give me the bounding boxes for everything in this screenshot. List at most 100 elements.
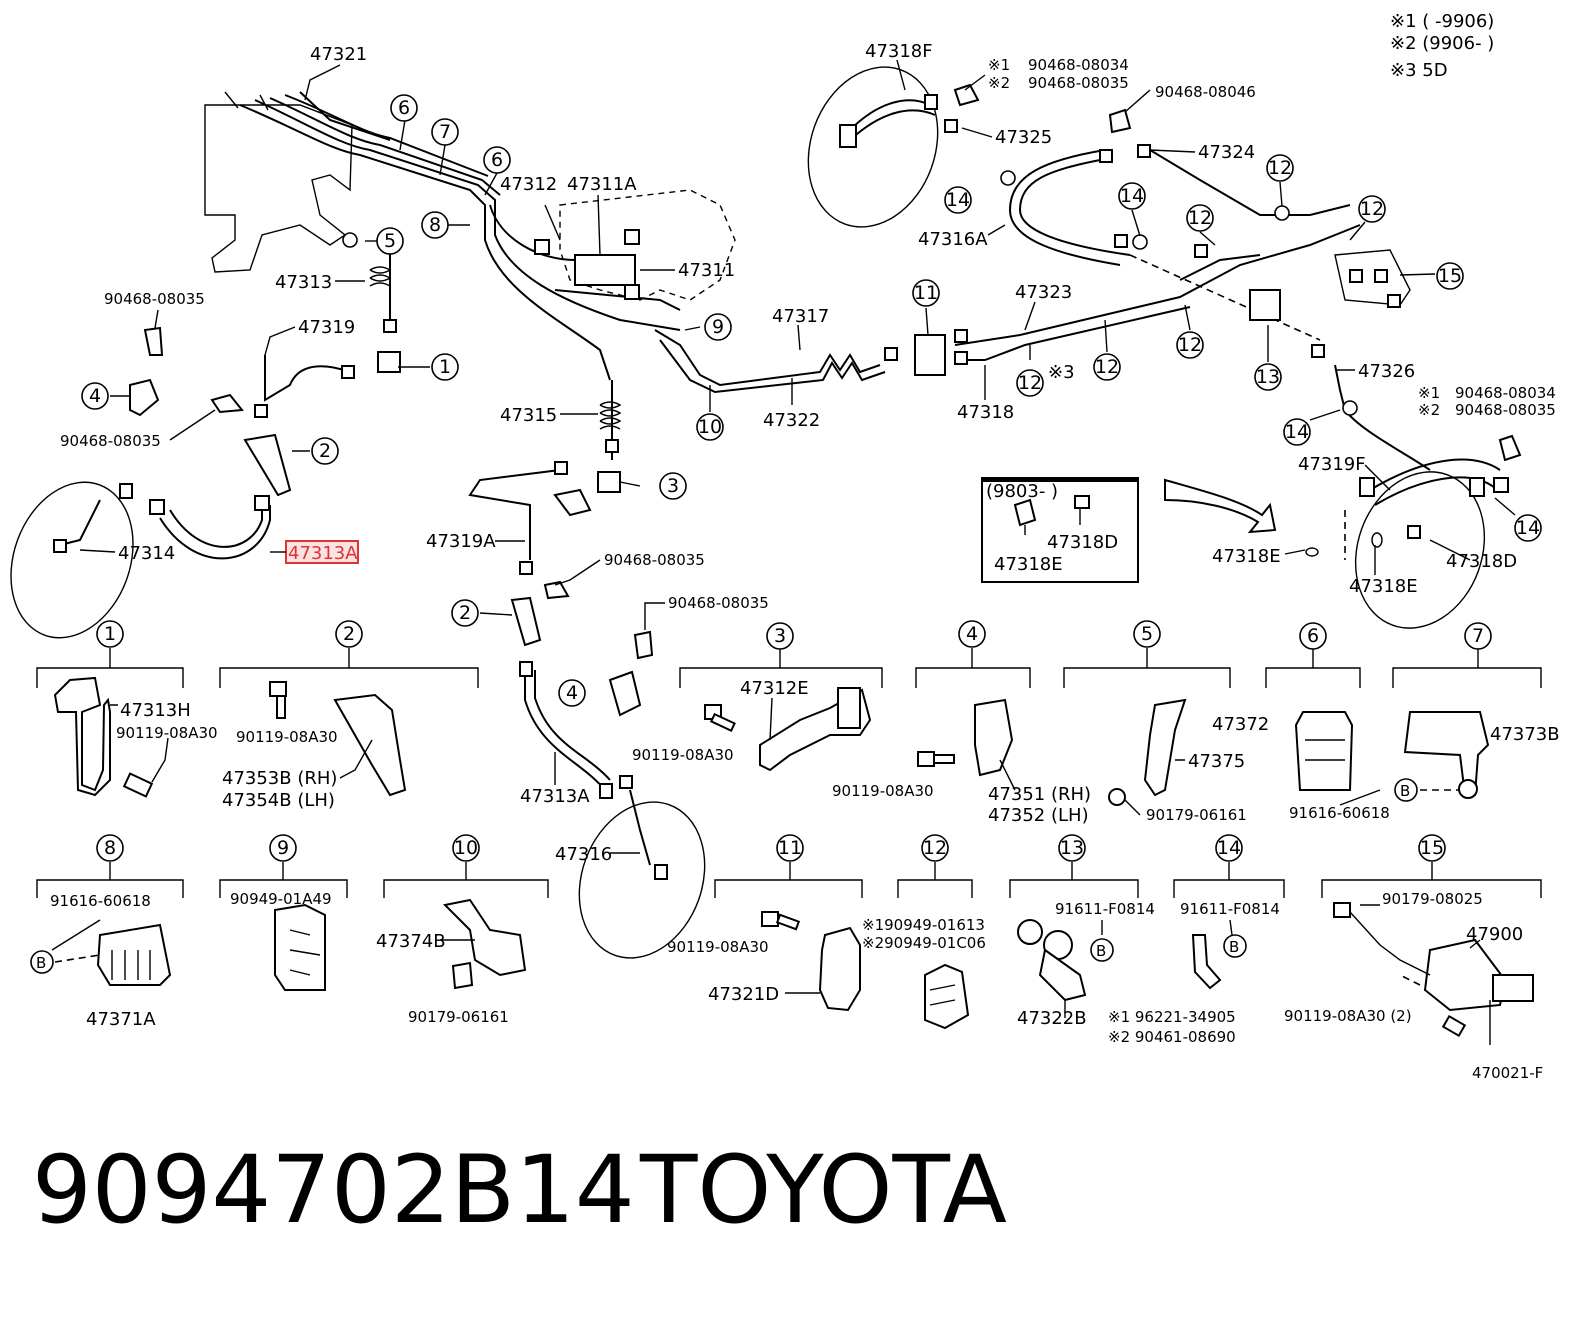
svg-text:14: 14 (946, 189, 970, 211)
note-3: ※3 5D (1390, 60, 1448, 81)
label-47319: 47319 (298, 317, 355, 338)
label-90468-08034-top: 90468-08034 (1028, 56, 1129, 74)
svg-text:4: 4 (89, 385, 101, 407)
svg-text:12: 12 (1178, 334, 1202, 356)
label-47326: 47326 (1358, 361, 1415, 382)
label-47324: 47324 (1198, 142, 1255, 163)
label-90468-08035-r: 90468-08035 (1455, 401, 1556, 419)
d14-90461-08690: ※2 90461-08690 (1108, 1028, 1236, 1046)
fittings (53, 94, 1509, 880)
svg-text:13: 13 (1060, 837, 1084, 859)
detail-circles: 1 2 3 4 5 6 7 8 9 10 11 12 13 14 15 (96, 620, 1492, 862)
label-47316: 47316 (555, 844, 612, 865)
svg-text:6: 6 (491, 149, 503, 171)
d2-90119-08A30: 90119-08A30 (236, 728, 338, 746)
d14-96221-34905: ※1 96221-34905 (1108, 1008, 1236, 1026)
d13-91611-F0814: 91611-F0814 (1055, 900, 1155, 918)
label-47317: 47317 (772, 306, 829, 327)
inset-box (981, 477, 1277, 583)
label-47318E-2: 47318E (1349, 576, 1418, 597)
mark-2-right: ※2 (1418, 401, 1440, 419)
label-47315: 47315 (500, 405, 557, 426)
d15-90119-08A30: 90119-08A30 (2) (1284, 1007, 1412, 1025)
note-1: ※1 ( -9906) (1390, 11, 1494, 32)
label-47318D: 47318D (1446, 551, 1517, 572)
svg-text:B: B (1400, 782, 1410, 800)
svg-text:4: 4 (966, 623, 978, 645)
d5-47375: 47375 (1188, 751, 1245, 772)
label-47311A: 47311A (567, 174, 637, 195)
d2-47353B: 47353B (RH) (222, 768, 337, 789)
d6-91616-60618: 91616-60618 (1289, 804, 1390, 822)
d9-90949-01A49: 90949-01A49 (230, 890, 332, 908)
label-47318E: 47318E (1212, 546, 1281, 567)
label-47311: 47311 (678, 260, 735, 281)
svg-text:15: 15 (1420, 837, 1444, 859)
d14-91611-F0814: 91611-F0814 (1180, 900, 1280, 918)
label-90468-08034-r: 90468-08034 (1455, 384, 1556, 402)
svg-text:13: 13 (1256, 366, 1280, 388)
label-47318: 47318 (957, 402, 1014, 423)
svg-text:8: 8 (429, 214, 441, 236)
brackets (129, 83, 1522, 717)
svg-text:1: 1 (439, 356, 451, 378)
d3-47312E: 47312E (740, 678, 809, 699)
label-90468-08035-c: 90468-08035 (604, 551, 705, 569)
main-labels: 47321 47318F ※1 90468-08034 ※2 90468-080… (60, 41, 1556, 865)
d4-47352: 47352 (LH) (988, 805, 1089, 826)
svg-text:2: 2 (343, 623, 355, 645)
svg-text:11: 11 (914, 282, 938, 304)
part-number: 9094702B14 (32, 1136, 635, 1245)
label-47319F: 47319F (1298, 454, 1366, 475)
d12-90949-01613: ※190949-01613 (862, 916, 985, 934)
detail-brackets (36, 648, 1542, 898)
label-9803: (9803- ) (986, 481, 1058, 502)
brand-name: TOYOTA (639, 1136, 1007, 1245)
svg-text:6: 6 (398, 97, 410, 119)
svg-text:8: 8 (104, 837, 116, 859)
svg-text:7: 7 (1472, 625, 1484, 647)
callout-circles-main: 6 7 6 5 8 1 4 2 9 10 3 2 4 11 12 12 12 1… (81, 94, 1542, 707)
label-47316A: 47316A (918, 229, 988, 250)
svg-text:14: 14 (1285, 421, 1309, 443)
d10-47374B: 47374B (376, 931, 446, 952)
svg-text:10: 10 (454, 837, 478, 859)
svg-text:3: 3 (774, 625, 786, 647)
label-star3: ※3 (1048, 362, 1075, 383)
label-47318E-box: 47318E (994, 554, 1063, 575)
svg-text:15: 15 (1438, 265, 1462, 287)
d8-47371A: 47371A (86, 1009, 156, 1030)
d11-47321D: 47321D (708, 984, 779, 1005)
d5-90179-06161: 90179-06161 (1146, 806, 1247, 824)
d13-47322B: 47322B (1017, 1008, 1087, 1029)
note-2: ※2 (9906- ) (1390, 33, 1494, 54)
label-47321: 47321 (310, 44, 367, 65)
mark-2-top: ※2 (988, 74, 1010, 92)
leader-lines (79, 59, 1516, 854)
d1-47313H: 47313H (120, 700, 191, 721)
svg-text:4: 4 (566, 682, 578, 704)
label-47313A: 47313A (520, 786, 590, 807)
svg-text:11: 11 (778, 837, 802, 859)
label-47318F: 47318F (865, 41, 933, 62)
label-90468-08035-d: 90468-08035 (668, 594, 769, 612)
label-47313A-highlight: 47313A (288, 543, 358, 564)
svg-text:9: 9 (712, 316, 724, 338)
mark-1-right: ※1 (1418, 384, 1440, 402)
label-90468-08035-b: 90468-08035 (60, 432, 161, 450)
svg-text:B: B (1229, 938, 1239, 956)
label-47313: 47313 (275, 272, 332, 293)
svg-text:12: 12 (1095, 356, 1119, 378)
label-47325: 47325 (995, 127, 1052, 148)
d3-90119-08A30: 90119-08A30 (632, 746, 734, 764)
label-47314: 47314 (118, 543, 175, 564)
svg-text:10: 10 (698, 416, 722, 438)
svg-text:12: 12 (1268, 157, 1292, 179)
svg-text:7: 7 (439, 121, 451, 143)
svg-text:2: 2 (319, 440, 331, 462)
svg-text:9: 9 (277, 837, 289, 859)
svg-text:6: 6 (1307, 625, 1319, 647)
svg-text:B: B (36, 954, 46, 972)
svg-text:14: 14 (1217, 837, 1241, 859)
